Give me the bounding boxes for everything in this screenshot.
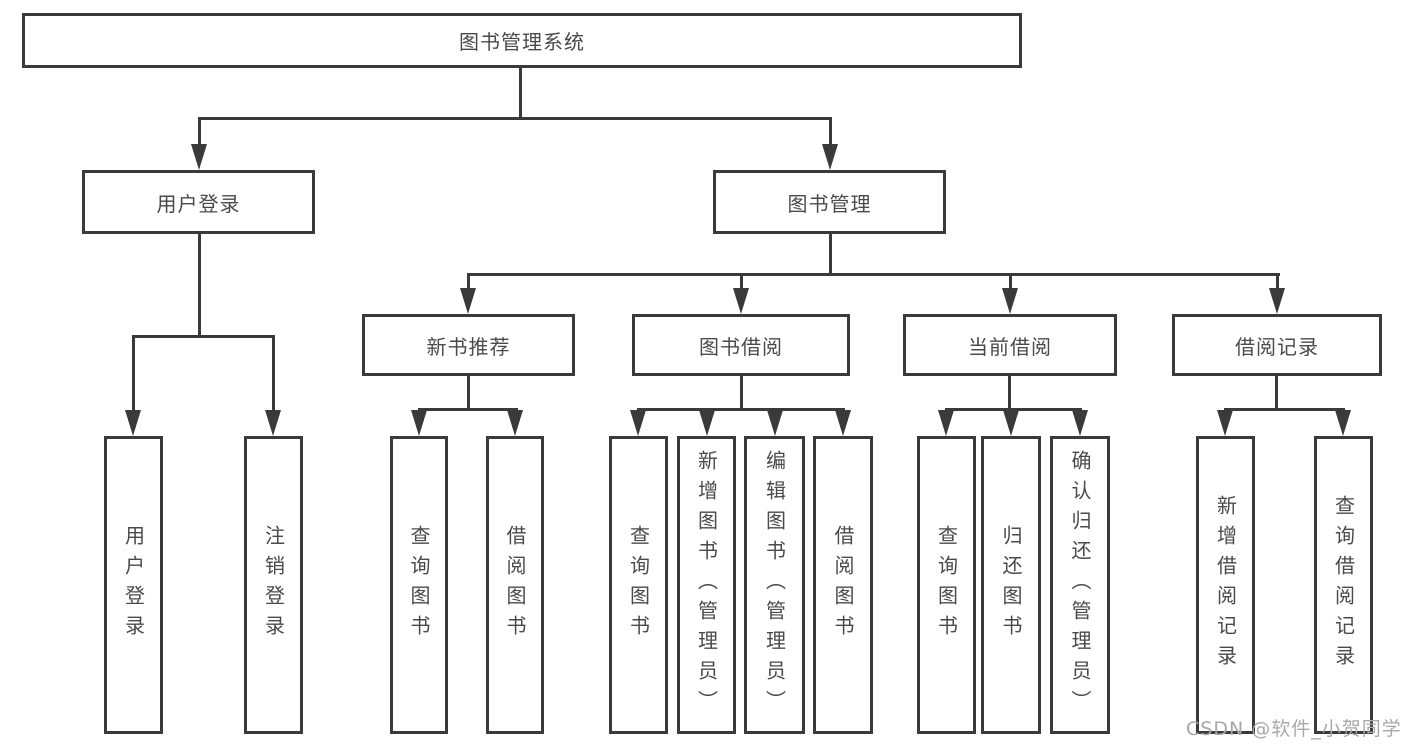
node-leaf-user-login: 用户登录 bbox=[104, 436, 163, 734]
node-leaf-return-books: 归还图书 bbox=[981, 436, 1041, 734]
node-book-borrowing: 图书借阅 bbox=[632, 314, 850, 376]
arrow-down bbox=[1217, 410, 1233, 436]
arrow-down bbox=[767, 410, 783, 436]
connector-line bbox=[272, 336, 275, 412]
connector-line bbox=[132, 335, 275, 338]
watermark-text: CSDN @软件_小贺同学 bbox=[1186, 718, 1402, 740]
arrow-down bbox=[835, 410, 851, 436]
connector-line bbox=[1009, 274, 1012, 290]
node-leaf-confirm-return-admin: 确认归还（管理员） bbox=[1050, 436, 1110, 734]
connector-line bbox=[740, 376, 743, 408]
arrow-down bbox=[1072, 410, 1088, 436]
connector-line bbox=[198, 234, 201, 335]
node-leaf-borrow-books: 借阅图书 bbox=[813, 436, 873, 734]
connector-line bbox=[1275, 376, 1278, 408]
node-current-borrowing: 当前借阅 bbox=[903, 314, 1117, 376]
arrow-down bbox=[1269, 288, 1285, 314]
arrow-down bbox=[733, 288, 749, 314]
arrow-down bbox=[1002, 288, 1018, 314]
node-leaf-edit-books-admin: 编辑图书（管理员） bbox=[744, 436, 805, 734]
node-leaf-add-books-admin: 新增图书（管理员） bbox=[677, 436, 736, 734]
connector-line bbox=[467, 273, 1280, 276]
connector-line bbox=[467, 376, 470, 408]
connector-line bbox=[467, 274, 470, 290]
node-leaf-current-query-books: 查询图书 bbox=[917, 436, 976, 734]
arrow-down bbox=[411, 410, 427, 436]
node-book-management: 图书管理 bbox=[713, 170, 946, 234]
node-leaf-recommend-query-books: 查询图书 bbox=[390, 436, 448, 734]
arrow-down bbox=[460, 288, 476, 314]
connector-line bbox=[945, 408, 1082, 411]
connector-line bbox=[637, 408, 845, 411]
connector-line bbox=[1224, 408, 1345, 411]
node-leaf-logout: 注销登录 bbox=[244, 436, 303, 734]
connector-line bbox=[829, 234, 832, 273]
arrow-down bbox=[1335, 410, 1351, 436]
arrow-down bbox=[822, 144, 838, 170]
arrow-down bbox=[191, 144, 207, 170]
arrow-down bbox=[507, 410, 523, 436]
connector-line bbox=[198, 117, 832, 120]
node-borrowing-records: 借阅记录 bbox=[1172, 314, 1382, 376]
connector-line bbox=[198, 118, 201, 146]
node-leaf-add-borrow-record: 新增借阅记录 bbox=[1196, 436, 1255, 734]
node-leaf-query-borrow-record: 查询借阅记录 bbox=[1314, 436, 1373, 734]
connector-line bbox=[740, 274, 743, 290]
node-new-book-recommend: 新书推荐 bbox=[362, 314, 575, 376]
arrow-down bbox=[1003, 410, 1019, 436]
connector-line bbox=[132, 336, 135, 412]
arrow-down bbox=[125, 410, 141, 436]
connector-line bbox=[1276, 274, 1279, 290]
connector-line bbox=[1008, 376, 1011, 408]
connector-line bbox=[418, 408, 518, 411]
connector-line bbox=[829, 118, 832, 146]
arrow-down bbox=[938, 410, 954, 436]
arrow-down bbox=[630, 410, 646, 436]
node-leaf-borrow-query-books: 查询图书 bbox=[609, 436, 668, 734]
arrow-down bbox=[699, 410, 715, 436]
node-leaf-recommend-borrow-books: 借阅图书 bbox=[486, 436, 544, 734]
arrow-down bbox=[265, 410, 281, 436]
connector-line bbox=[519, 68, 522, 118]
node-user-login: 用户登录 bbox=[82, 170, 315, 234]
node-root: 图书管理系统 bbox=[22, 13, 1022, 68]
